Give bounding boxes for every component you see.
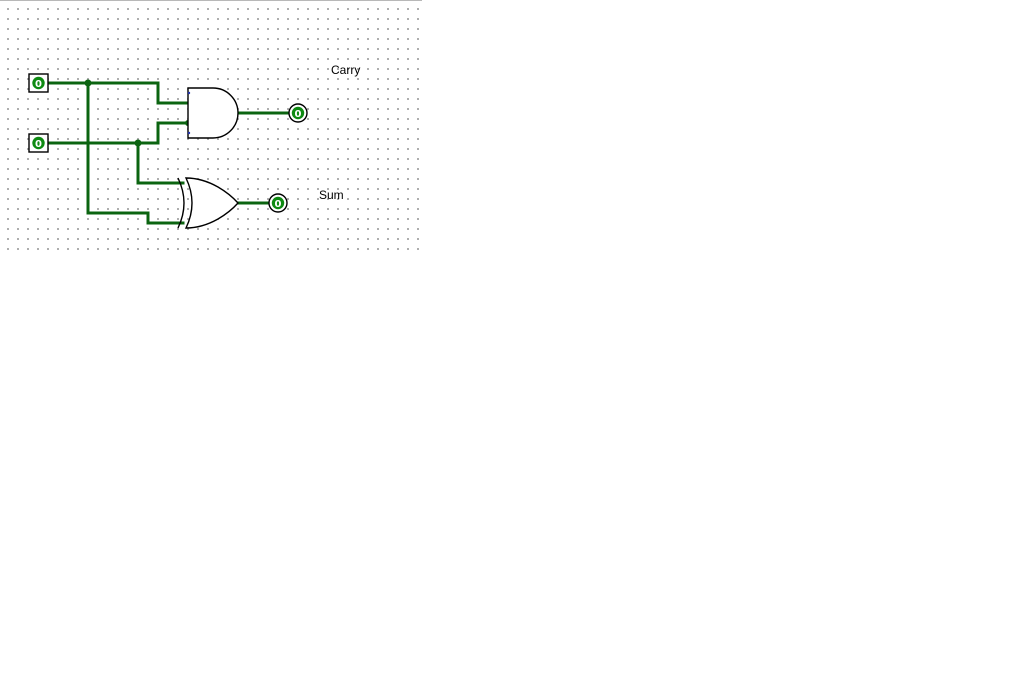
xor-gate[interactable]: [177, 177, 239, 229]
sum-value: 0: [275, 199, 282, 210]
circuit-canvas[interactable]: 0 0 0 0 Carry Sum: [0, 0, 422, 255]
wire-b-to-and[interactable]: [46, 121, 190, 145]
output-pin-carry[interactable]: 0: [288, 103, 308, 123]
wire-a-to-xor[interactable]: [86, 81, 185, 225]
carry-label: Carry: [331, 63, 361, 77]
wire-a-to-and[interactable]: [46, 81, 190, 105]
circuit-diagram: 0 0 0 0: [28, 73, 308, 229]
input-pin-b[interactable]: 0: [28, 133, 49, 153]
input-pin-a[interactable]: 0: [28, 73, 49, 93]
junction-dot: [134, 139, 142, 147]
input-a-value: 0: [35, 79, 42, 90]
input-b-value: 0: [35, 139, 42, 150]
and-gate[interactable]: [187, 87, 239, 139]
sum-label: Sum: [319, 188, 344, 202]
wire-b-to-xor[interactable]: [136, 141, 185, 185]
carry-value: 0: [295, 109, 302, 120]
output-pin-sum[interactable]: 0: [268, 193, 288, 213]
wires: [46, 79, 292, 225]
junction-dot: [84, 79, 92, 87]
